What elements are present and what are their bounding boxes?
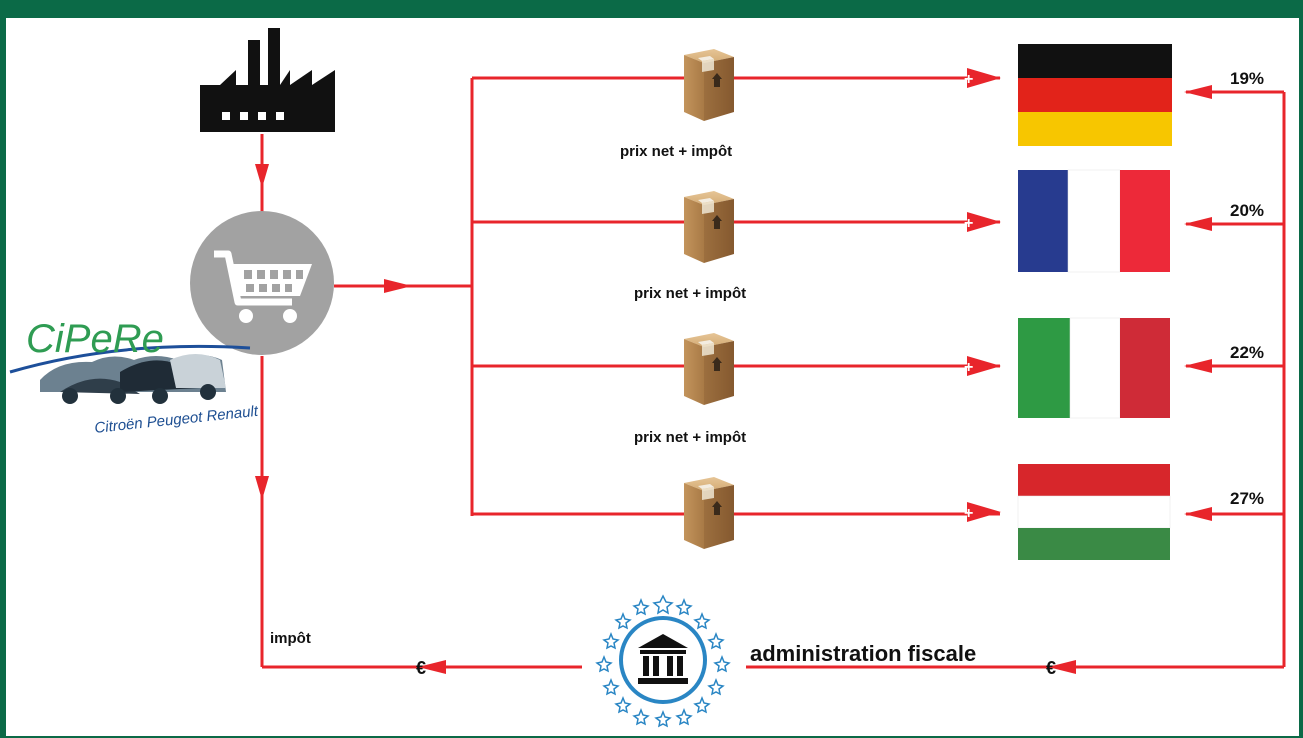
euro-symbol-right: € [1046,658,1056,678]
plus-sign: + [964,215,973,232]
factory-to-cart-arrow [255,134,269,212]
euro-symbol-left: € [416,658,426,678]
plus-sign: + [964,71,973,88]
row-italy: + 22% [472,317,1284,419]
factory-icon [200,28,335,132]
vat-collection-path: € [746,92,1286,678]
row-france: + 20% [472,169,1284,273]
package-icon [684,49,734,121]
plus-sign: + [964,505,973,522]
impot-label: impôt [270,630,311,647]
cipere-logo-tagline: Citroën Peugeot Renault [94,403,260,437]
box-caption-1: prix net + impôt [620,143,732,160]
vat-rate-germany: 19% [1230,69,1264,88]
cipere-logo: CiPeRe Citroën Peugeot Renault [9,317,260,437]
tax-return-path: € [255,356,582,678]
shopping-cart-icon [190,211,334,355]
cipere-logo-name: CiPeRe [26,317,164,361]
tax-administration-icon [595,594,731,728]
box-caption-3: prix net + impôt [634,429,746,446]
plus-sign: + [964,359,973,376]
row-hungary: + 27% [472,464,1284,560]
vat-rate-france: 20% [1230,201,1264,220]
package-icon [684,333,734,405]
package-icon [684,191,734,263]
vat-rate-italy: 22% [1230,343,1264,362]
package-icon [684,477,734,549]
cart-to-bus-arrow [334,279,472,293]
box-caption-2: prix net + impôt [634,285,746,302]
administration-fiscale-label: administration fiscale [750,641,976,666]
row-germany: + 19% [472,44,1284,146]
vat-rate-hungary: 27% [1230,489,1264,508]
